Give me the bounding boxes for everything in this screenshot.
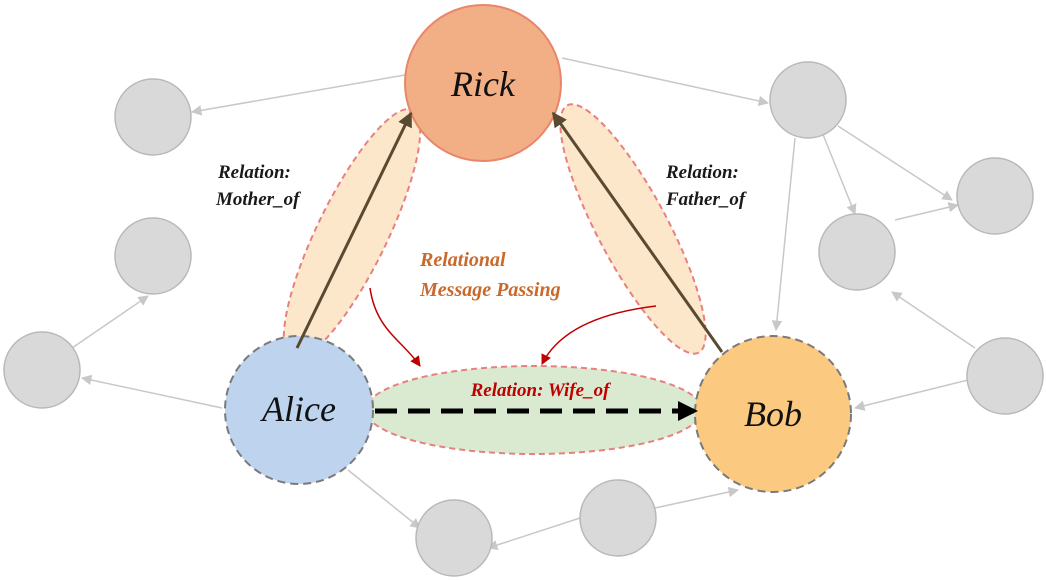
edge-mother-of [295,111,413,349]
relation-label-wife-of: Relation: Wife_of [470,380,611,401]
message-arrow-right [541,305,657,365]
bg-edge [771,137,796,332]
bg-edge [561,57,770,107]
relation-label-father-of-line2: Father_of [665,189,747,210]
relation-label-mother-of-line2: Mother_of [215,189,301,210]
message-passing-label-line1: Relational [419,249,506,271]
bg-node [114,78,192,156]
bg-edge [837,125,953,201]
bg-edge [853,379,969,411]
bg-edge [80,374,223,409]
node-bob [694,335,852,493]
background-edges [71,57,976,551]
bg-edge [654,486,740,509]
bg-edge [347,469,421,529]
bg-node [415,499,493,577]
bg-edge [190,74,406,116]
bg-edge [71,295,149,349]
bg-node [818,213,896,291]
bg-edge [891,291,976,349]
message-arrow-left [369,287,421,367]
ellipse-father-of [559,103,707,355]
node-rick [404,4,562,162]
relation-label-father-of-line1: Relation: [665,162,739,183]
node-label-rick: Rick [450,64,516,104]
bg-node [3,331,81,409]
message-passing-label-line2: Message Passing [419,279,561,301]
bg-edge [487,517,581,551]
bg-node [579,479,657,557]
background-nodes [3,61,1044,577]
bg-node [966,337,1044,415]
bg-edge [821,131,857,215]
node-alice [224,335,374,485]
edge-father-of [551,111,724,353]
node-label-bob: Bob [744,394,802,434]
relation-label-mother-of-line1: Relation: [217,162,291,183]
bg-edge [894,202,960,221]
bg-node [956,157,1034,235]
node-label-alice: Alice [260,389,336,429]
bg-node [769,61,847,139]
bg-node [114,217,192,295]
